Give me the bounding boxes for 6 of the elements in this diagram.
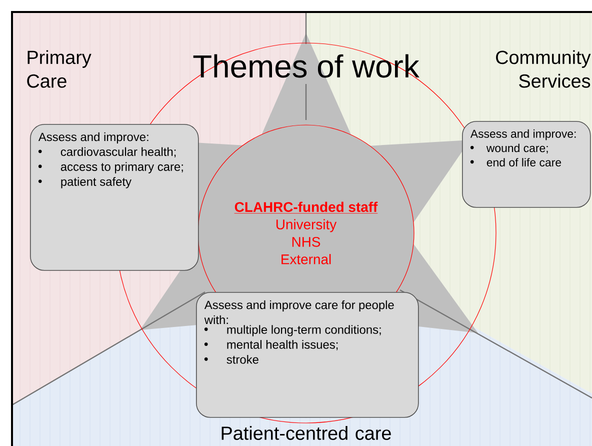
text-box: Assess and improve: wound care; end of life care (462, 121, 591, 208)
region-label: Primary Care (27, 50, 92, 88)
text-box: Assess and improve: cardiovascular health; access to primary care; patient safety (30, 124, 199, 271)
region-label: Community Services (496, 50, 591, 88)
region-label: Patient-centred care (222, 426, 391, 440)
text-box: Assess and improve care for people with: multiple long-term conditions; mental health issues; stroke (196, 292, 419, 418)
